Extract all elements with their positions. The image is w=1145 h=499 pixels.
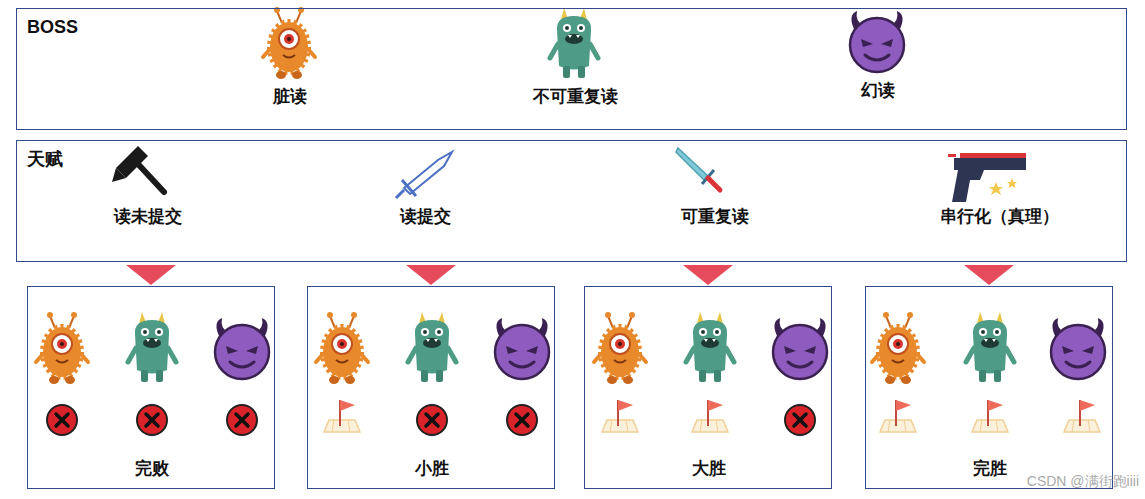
result-box: 大胜 bbox=[584, 286, 832, 489]
item-label: 串行化（真理） bbox=[940, 207, 1059, 227]
block-arrow bbox=[126, 265, 176, 285]
block-arrow bbox=[683, 265, 733, 285]
item-label: 脏读 bbox=[273, 87, 307, 107]
result-label: 完胜 bbox=[973, 459, 1007, 479]
result-label: 小胜 bbox=[415, 459, 449, 479]
result-label: 完败 bbox=[135, 459, 169, 479]
item-label: 可重复读 bbox=[681, 207, 749, 227]
watermark: CSDN @满街跑iiii bbox=[1027, 473, 1139, 491]
block-arrow bbox=[406, 265, 456, 285]
talent-band: 天赋读未提交 读提交 可重复读 串行化（真理） bbox=[16, 140, 1127, 262]
result-box: 完胜 bbox=[865, 286, 1113, 489]
result-box: 完败 bbox=[27, 286, 275, 489]
block-arrow bbox=[964, 265, 1014, 285]
item-label: 读未提交 bbox=[114, 207, 182, 227]
item-label: 不可重复读 bbox=[533, 87, 618, 107]
band-heading: 天赋 bbox=[27, 149, 63, 171]
result-label: 大胜 bbox=[692, 459, 726, 479]
item-label: 读提交 bbox=[400, 207, 451, 227]
item-label: 幻读 bbox=[861, 81, 895, 101]
boss-band: BOSS 脏读 不可重复读 幻读 bbox=[16, 8, 1127, 130]
result-box: 小胜 bbox=[307, 286, 555, 489]
band-heading: BOSS bbox=[27, 17, 78, 39]
